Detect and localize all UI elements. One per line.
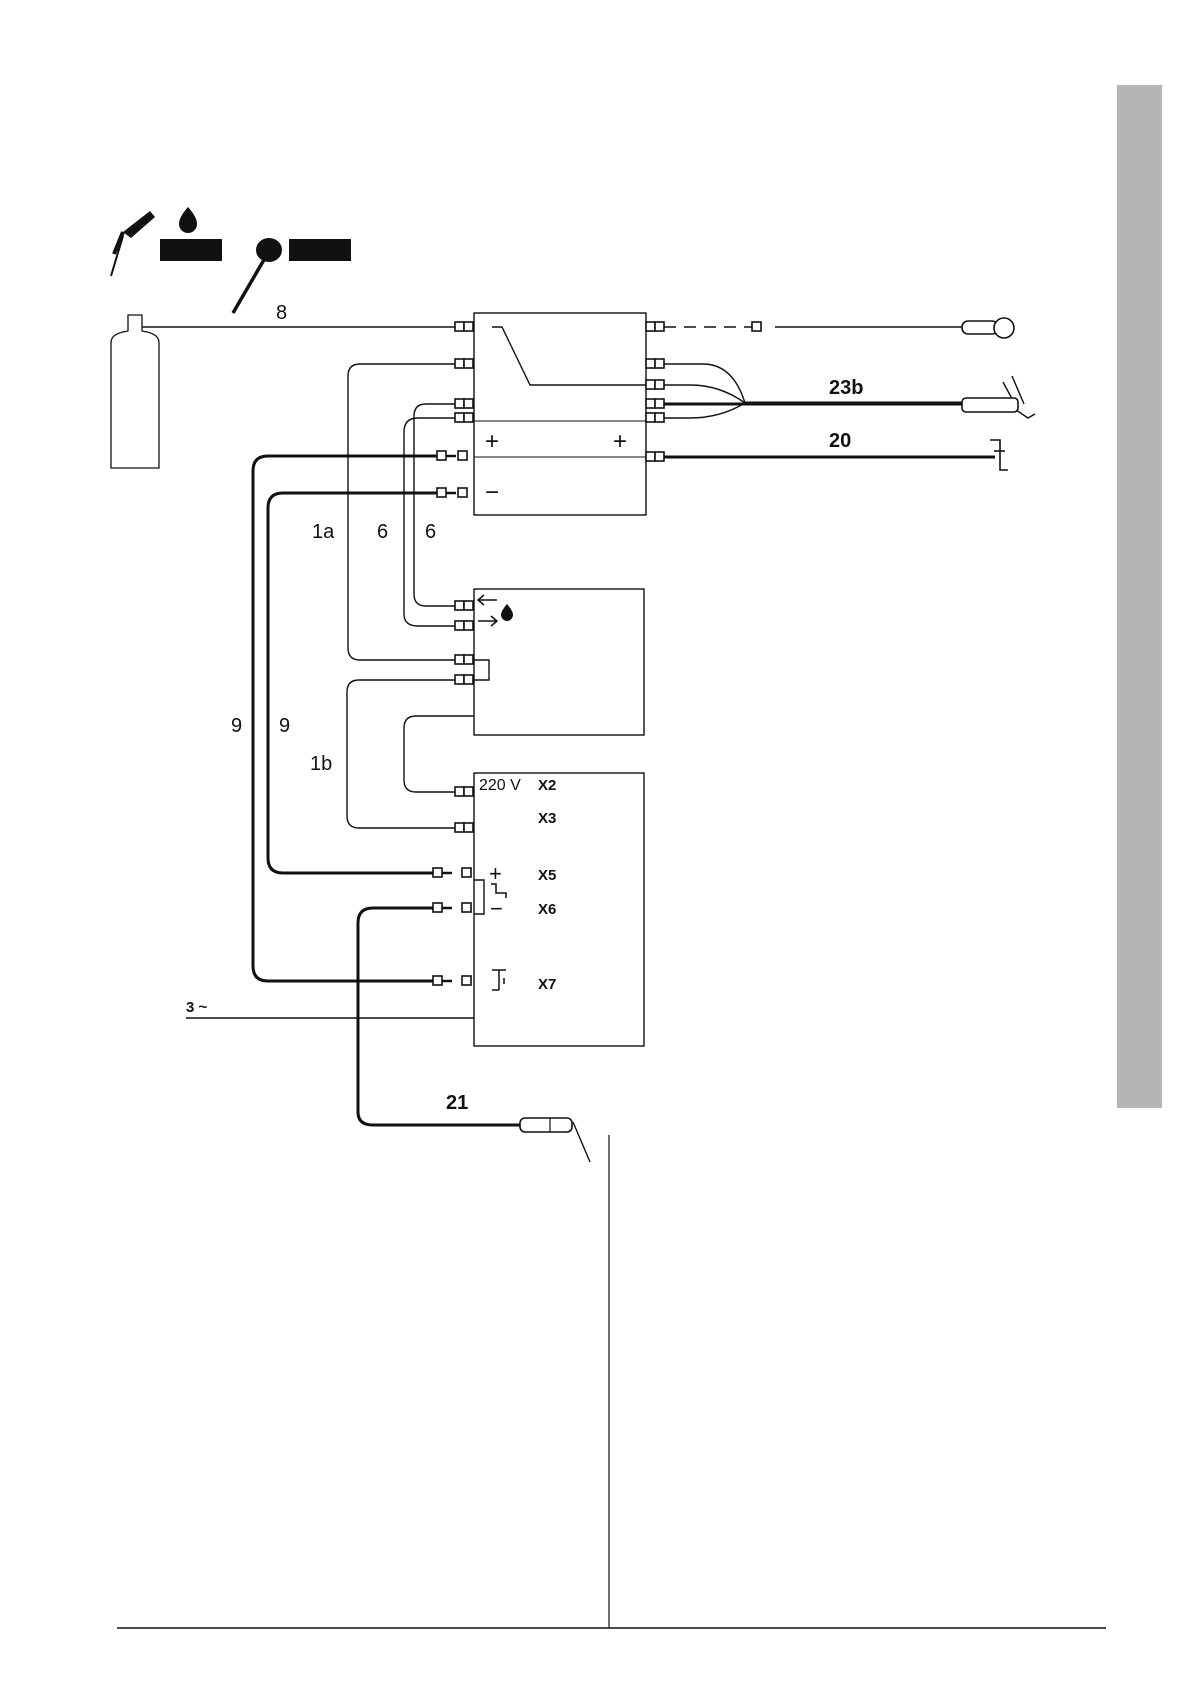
electrode-holder-cable-label: 21	[446, 1092, 468, 1114]
mig-torch-icon	[962, 398, 1018, 412]
x6-minus-sign: −	[490, 896, 503, 921]
terminal-x7: X7	[538, 976, 556, 993]
control-lead-b-label: 1b	[310, 753, 332, 775]
earth-clamp-icon	[990, 440, 1008, 470]
terminal-x5: X5	[538, 867, 556, 884]
earth-cable-label: 20	[829, 430, 851, 452]
wire-feed-unit	[474, 313, 646, 515]
x2-voltage-label: 220 V	[479, 777, 521, 794]
mains-supply-label: 3 ~	[186, 999, 208, 1016]
terminal-x2: X2	[538, 777, 556, 794]
coolant-hose-in-label: 6	[377, 521, 388, 543]
cooling-unit	[474, 589, 644, 735]
welding-cable-minus-label: 9	[279, 715, 290, 737]
wire-feed-plus-left: +	[485, 428, 499, 455]
coolant-hose-out-label: 6	[425, 521, 436, 543]
tig-welding-symbol	[111, 207, 222, 276]
wire-feed-plus-right: +	[613, 428, 627, 455]
gas-hose-label: 8	[276, 302, 287, 324]
control-lead-a-label: 1a	[312, 521, 335, 543]
coolant-drop-icon	[179, 207, 197, 233]
gas-cylinder-icon	[111, 315, 159, 468]
tig-torch-icon	[962, 318, 1014, 338]
electrode-holder-icon	[520, 1118, 572, 1132]
torch-hose-package-label: 23b	[829, 377, 863, 399]
wire-feed-minus: −	[485, 479, 499, 506]
tig-symbol-bar	[160, 239, 222, 261]
mma-electrode-icon	[233, 238, 351, 313]
terminal-x3: X3	[538, 810, 556, 827]
x5-plus-sign: +	[489, 861, 502, 886]
terminal-x6: X6	[538, 901, 556, 918]
welding-cable-plus-label: 9	[231, 715, 242, 737]
tig-torch-icon	[111, 211, 155, 276]
